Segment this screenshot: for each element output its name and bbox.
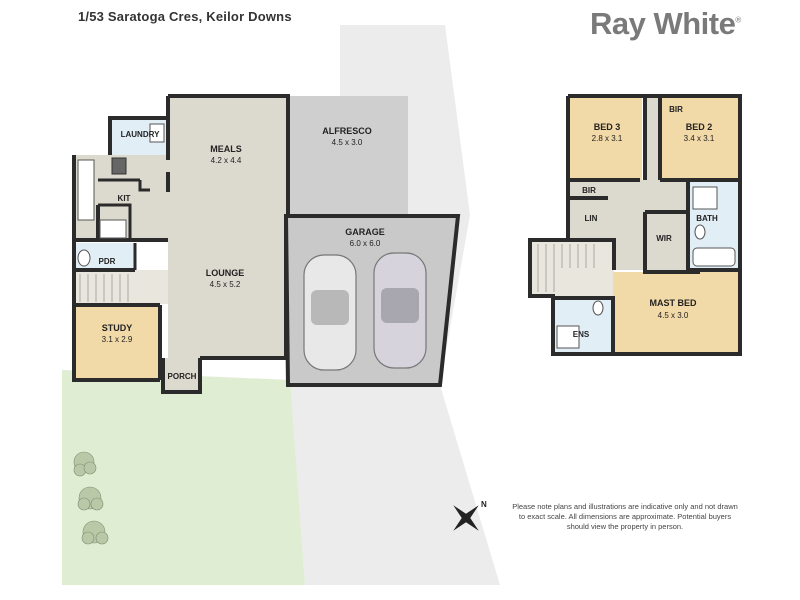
bir-mid-floor <box>568 180 608 198</box>
ens-toilet-icon <box>592 300 604 316</box>
bed2-floor <box>660 98 740 180</box>
mast-bed-size: 4.5 x 3.0 <box>658 311 689 320</box>
stairs-icon <box>537 244 595 292</box>
lin-label: LIN <box>585 214 598 223</box>
first-floor: BED 3 2.8 x 3.1 BED 2 3.4 x 3.1 BIR BIR … <box>528 94 742 356</box>
fridge-icon <box>99 219 127 239</box>
ens-label: ENS <box>573 330 590 339</box>
bed3-size: 2.8 x 3.1 <box>592 134 623 143</box>
alfresco-label: ALFRESCO <box>322 126 372 136</box>
compass-north-label: N <box>481 500 487 509</box>
mast-bed-floor <box>613 272 740 354</box>
mast-bed-label: MAST BED <box>650 298 698 308</box>
bir-top-label: BIR <box>669 105 683 114</box>
stairs-up-floor <box>530 240 614 296</box>
porch-label: PORCH <box>168 372 197 381</box>
alfresco-floor <box>288 96 408 214</box>
bed3-floor <box>568 98 642 180</box>
kitchen-label: KIT <box>118 194 131 203</box>
bir-mid-label: BIR <box>582 186 596 195</box>
lounge-label: LOUNGE <box>206 268 245 278</box>
cooktop-icon <box>111 157 127 175</box>
bathtub-icon <box>692 247 736 267</box>
alfresco-size: 4.5 x 3.0 <box>332 138 363 147</box>
brand-logo: Ray White® <box>590 6 741 42</box>
study-floor <box>74 305 160 380</box>
car-icon <box>303 252 427 371</box>
lounge-size: 4.5 x 5.2 <box>210 280 241 289</box>
ens-shower-icon <box>556 325 580 349</box>
shrub-icon <box>73 451 109 545</box>
ground-floor: LAUNDRY MEALS 4.2 x 4.4 ALFRESCO 4.5 x 3… <box>72 94 461 394</box>
wir-label: WIR <box>656 234 672 243</box>
stairs-floor <box>74 270 168 304</box>
meals-label: MEALS <box>210 144 242 154</box>
disclaimer: Please note plans and illustrations are … <box>512 502 738 531</box>
garage-label: GARAGE <box>345 227 385 237</box>
bath-label: BATH <box>696 214 718 223</box>
kitchen-bench <box>77 159 95 221</box>
wir-floor <box>645 212 687 272</box>
porch-floor <box>163 358 200 392</box>
meals-size: 4.2 x 4.4 <box>211 156 242 165</box>
brand-registered-mark: ® <box>735 15 741 25</box>
bir-top-floor <box>645 98 660 180</box>
bed2-size: 3.4 x 3.1 <box>684 134 715 143</box>
pdr-label: PDR <box>99 257 116 266</box>
stairs-icon <box>79 274 129 302</box>
shower-icon <box>692 186 718 210</box>
property-address: 1/53 Saratoga Cres, Keilor Downs <box>78 9 292 24</box>
study-size: 3.1 x 2.9 <box>102 335 133 344</box>
laundry-label: LAUNDRY <box>121 130 160 139</box>
compass-icon <box>453 505 479 531</box>
meals-floor <box>168 96 286 358</box>
study-label: STUDY <box>102 323 133 333</box>
bed2-label: BED 2 <box>686 122 713 132</box>
bed3-label: BED 3 <box>594 122 621 132</box>
lawn <box>62 370 305 585</box>
pdr-toilet-icon <box>77 249 91 267</box>
bath-toilet-icon <box>694 224 706 240</box>
garage-size: 6.0 x 6.0 <box>350 239 381 248</box>
brand-name: Ray White <box>590 6 736 41</box>
laundry-tub-icon <box>149 123 165 143</box>
